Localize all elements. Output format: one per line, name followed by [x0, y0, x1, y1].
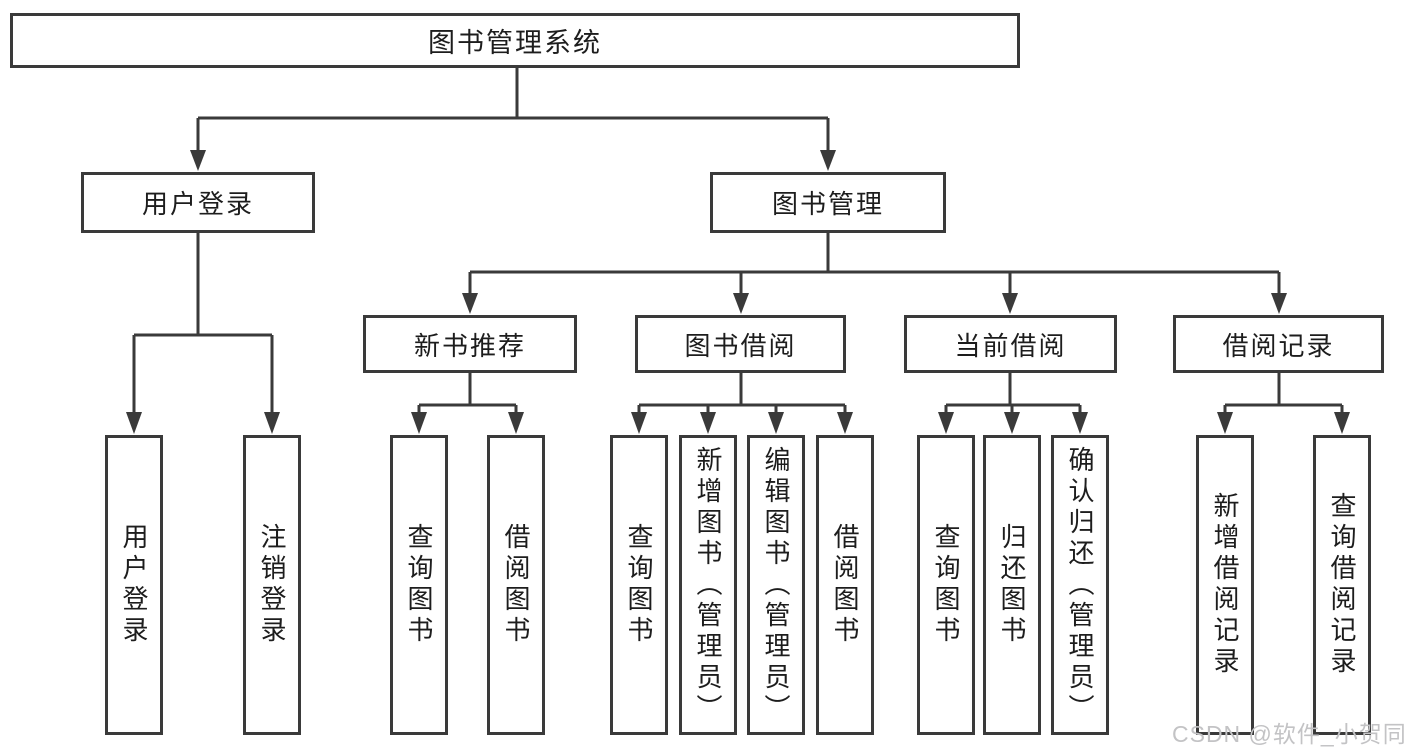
leaf-node-label: 编辑图书（管理员）	[761, 445, 791, 725]
leaf-node-label: 查询图书	[624, 523, 654, 647]
leaf-node-label: 归还图书	[997, 523, 1027, 647]
leaf-node-label: 用户登录	[119, 523, 149, 647]
category-node-current-borrow: 当前借阅	[904, 315, 1117, 373]
leaf-node-borrow-books-2: 借阅图书	[816, 435, 874, 735]
leaf-node-add-book-admin: 新增图书（管理员）	[679, 435, 737, 735]
leaf-node-label: 借阅图书	[830, 523, 860, 647]
category-node-borrow-records: 借阅记录	[1173, 315, 1384, 373]
leaf-node-query-borrow-record: 查询借阅记录	[1313, 435, 1371, 735]
branch-node-user-login: 用户登录	[81, 172, 315, 233]
category-node-book-borrow: 图书借阅	[635, 315, 846, 373]
leaf-node-label: 注销登录	[257, 523, 287, 647]
branch-node-book-management: 图书管理	[710, 172, 946, 233]
branch-node-label: 用户登录	[141, 189, 254, 219]
leaf-node-query-books-2: 查询图书	[610, 435, 668, 735]
category-node-new-book-recommend: 新书推荐	[363, 315, 577, 373]
leaf-node-return-book: 归还图书	[983, 435, 1041, 735]
category-node-label: 图书借阅	[684, 330, 797, 361]
leaf-node-borrow-books-1: 借阅图书	[487, 435, 545, 735]
leaf-node-label: 新增借阅记录	[1210, 492, 1240, 678]
leaf-node-query-books-3: 查询图书	[917, 435, 975, 735]
category-node-label: 借阅记录	[1222, 330, 1335, 361]
leaf-node-query-books-1: 查询图书	[390, 435, 448, 735]
watermark: CSDN @软件_小贺同学	[1172, 721, 1405, 747]
root-node-label: 图书管理系统	[428, 28, 602, 58]
leaf-node-label: 查询借阅记录	[1327, 492, 1357, 678]
leaf-node-label: 查询图书	[931, 523, 961, 647]
leaf-node-confirm-return-admin: 确认归还（管理员）	[1051, 435, 1109, 735]
branch-node-label: 图书管理	[771, 189, 884, 219]
leaf-node-label: 确认归还（管理员）	[1065, 445, 1095, 725]
leaf-node-edit-book-admin: 编辑图书（管理员）	[747, 435, 805, 735]
leaf-node-add-borrow-record: 新增借阅记录	[1196, 435, 1254, 735]
leaf-node-label: 新增图书（管理员）	[693, 445, 723, 725]
category-node-label: 新书推荐	[413, 330, 526, 361]
category-node-label: 当前借阅	[954, 330, 1067, 361]
leaf-node-label: 查询图书	[404, 523, 434, 647]
leaf-node-label: 借阅图书	[501, 523, 531, 647]
leaf-node-user-login: 用户登录	[105, 435, 163, 735]
root-node-library-system: 图书管理系统	[10, 13, 1020, 68]
leaf-node-logout: 注销登录	[243, 435, 301, 735]
